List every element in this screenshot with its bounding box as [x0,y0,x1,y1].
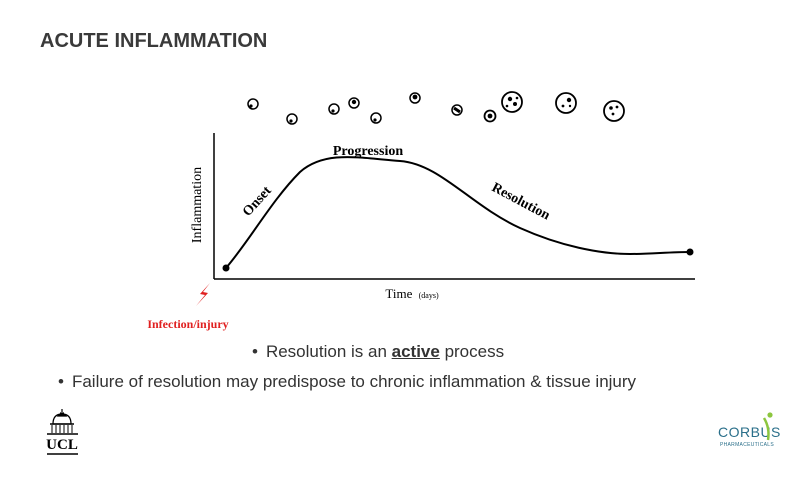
curve-start-point [222,264,230,272]
svg-text:PHARMACEUTICALS: PHARMACEUTICALS [720,442,774,448]
cell-icon [348,97,360,109]
ucl-logo: UCL [46,409,78,455]
inflammation-curve [225,156,691,269]
y-axis-label: Inflammation [190,167,205,243]
svg-text:UCL: UCL [46,437,78,453]
corbus-logo: CORBUS PHARMACEUTICALS [718,412,781,448]
slide-title: ACUTE INFLAMMATION [40,30,268,52]
infection-injury-label: Infection/injury [147,317,228,331]
cell-icon [370,112,382,124]
active-emphasis: active [391,342,440,361]
bullet-resolution-active: •Resolution is an active process [252,342,505,361]
cell-icon [555,92,577,114]
svg-text:CORBUS: CORBUS [718,424,781,440]
cells-row [247,91,625,125]
cell-icon [328,103,340,115]
x-axis-label: Time (days) [385,286,439,301]
phase-progression-label: Progression [333,144,403,159]
curve-end-point [686,248,694,256]
lightning-bolt-icon [196,283,210,306]
cell-icon [483,109,497,123]
cell-icon [501,91,523,113]
phase-onset-label: Onset [240,183,275,219]
bullet-failure-of-resolution: •Failure of resolution may predispose to… [58,372,637,391]
cell-icon [286,113,298,125]
cell-icon [451,104,463,116]
cell-icon [409,92,421,104]
cell-icon [603,100,625,122]
cell-icon [247,98,259,110]
